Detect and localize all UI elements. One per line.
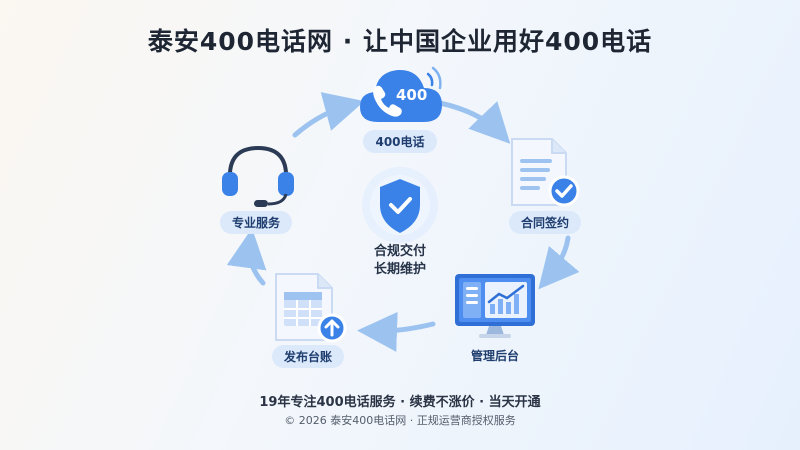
arrow-admin-to-ledger (357, 311, 436, 352)
footer-copyright: © 2026 泰安400电话网 · 正规运营商授权服务 (284, 414, 516, 427)
ledger-upload-icon (275, 273, 347, 343)
monitor-dashboard-icon (455, 274, 535, 338)
arrow-phone-to-contract (437, 100, 511, 144)
cloud-phone-icon: 400 (360, 66, 442, 122)
footer-tagline: 19年专注400电话服务 · 续费不涨价 · 当天开通 (259, 395, 541, 410)
node-ledger: 发布台账 (258, 345, 358, 368)
headset-icon (222, 145, 294, 207)
node-service: 专业服务 (206, 211, 306, 234)
center-caption: 合规交付 长期维护 (330, 243, 470, 279)
cloud-phone-text: 400 (396, 86, 427, 104)
node-label: 合同签约 (508, 211, 581, 234)
node-label: 管理后台 (470, 349, 519, 363)
arrow-ledger-to-service (226, 228, 267, 286)
center-line-1: 合规交付 (373, 244, 426, 259)
node-contract: 合同签约 (495, 211, 595, 234)
node-400-phone: 400电话 (350, 130, 450, 153)
node-admin: 管理后台 (445, 345, 545, 364)
shield-check-icon (362, 167, 438, 243)
arrow-service-to-phone (292, 92, 365, 138)
arrow-contract-to-admin (538, 235, 580, 290)
contract-document-icon (511, 138, 580, 207)
page-title: 泰安400电话网 · 让中国企业用好400电话 (147, 27, 653, 56)
center-line-2: 长期维护 (373, 262, 426, 277)
node-label: 400电话 (363, 130, 437, 153)
node-label: 专业服务 (219, 211, 292, 234)
node-label: 发布台账 (271, 345, 344, 368)
